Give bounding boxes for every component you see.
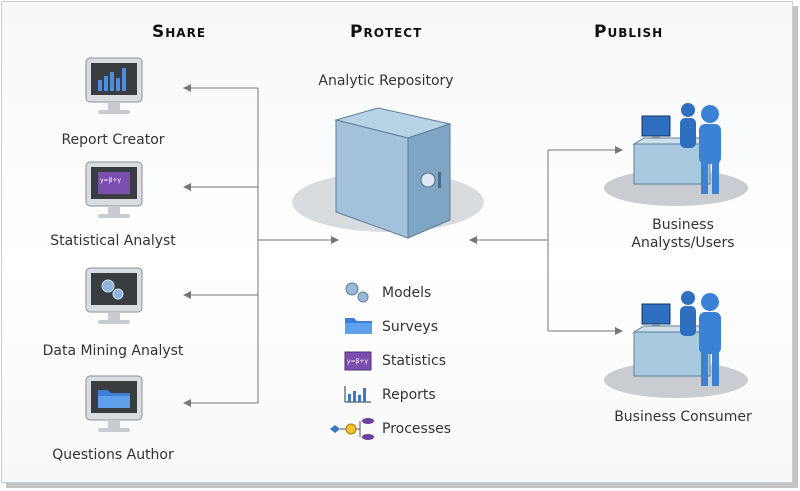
legend-statistics: Statistics: [382, 353, 446, 369]
protect-header: Protect: [350, 22, 423, 42]
business-consumer-workstation-icon: [604, 291, 748, 398]
svg-text:y=β+γ: y=β+γ: [347, 358, 368, 365]
legend-reports: Reports: [382, 387, 436, 403]
business-analysts-label-line1: Business: [652, 217, 714, 233]
legend-models: Models: [382, 285, 432, 301]
reports-bar-chart-icon: [344, 386, 371, 403]
publish-header: Publish: [594, 22, 664, 42]
legend-surveys: Surveys: [382, 319, 438, 335]
legend-processes: Processes: [382, 421, 452, 437]
statistical-analyst-label: Statistical Analyst: [50, 233, 176, 249]
business-analysts-label: Business Analysts/Users: [600, 216, 766, 252]
report-creator-label: Report Creator: [61, 132, 165, 148]
processes-flow-icon: [330, 418, 374, 440]
svg-text:y=β+γ: y=β+γ: [100, 177, 121, 184]
business-consumer-label: Business Consumer: [614, 409, 752, 425]
questions-author-label: Questions Author: [52, 447, 174, 463]
business-analysts-label-line2: Analysts/Users: [631, 235, 735, 251]
surveys-folder-icon: [345, 318, 372, 334]
statistics-formula-icon: y=β+γ: [344, 351, 372, 371]
data-mining-analyst-monitor: [85, 267, 143, 324]
share-header: Share: [152, 22, 207, 42]
report-creator-monitor: [85, 57, 143, 114]
repository-title: Analytic Repository: [318, 73, 454, 89]
statistical-analyst-monitor: y=β+γ: [85, 161, 143, 218]
data-mining-analyst-label: Data Mining Analyst: [42, 343, 184, 359]
models-gears-icon: [345, 282, 369, 303]
business-analysts-workstation-icon: [604, 103, 748, 206]
questions-author-monitor: [85, 375, 143, 432]
safe-icon: [292, 107, 484, 239]
